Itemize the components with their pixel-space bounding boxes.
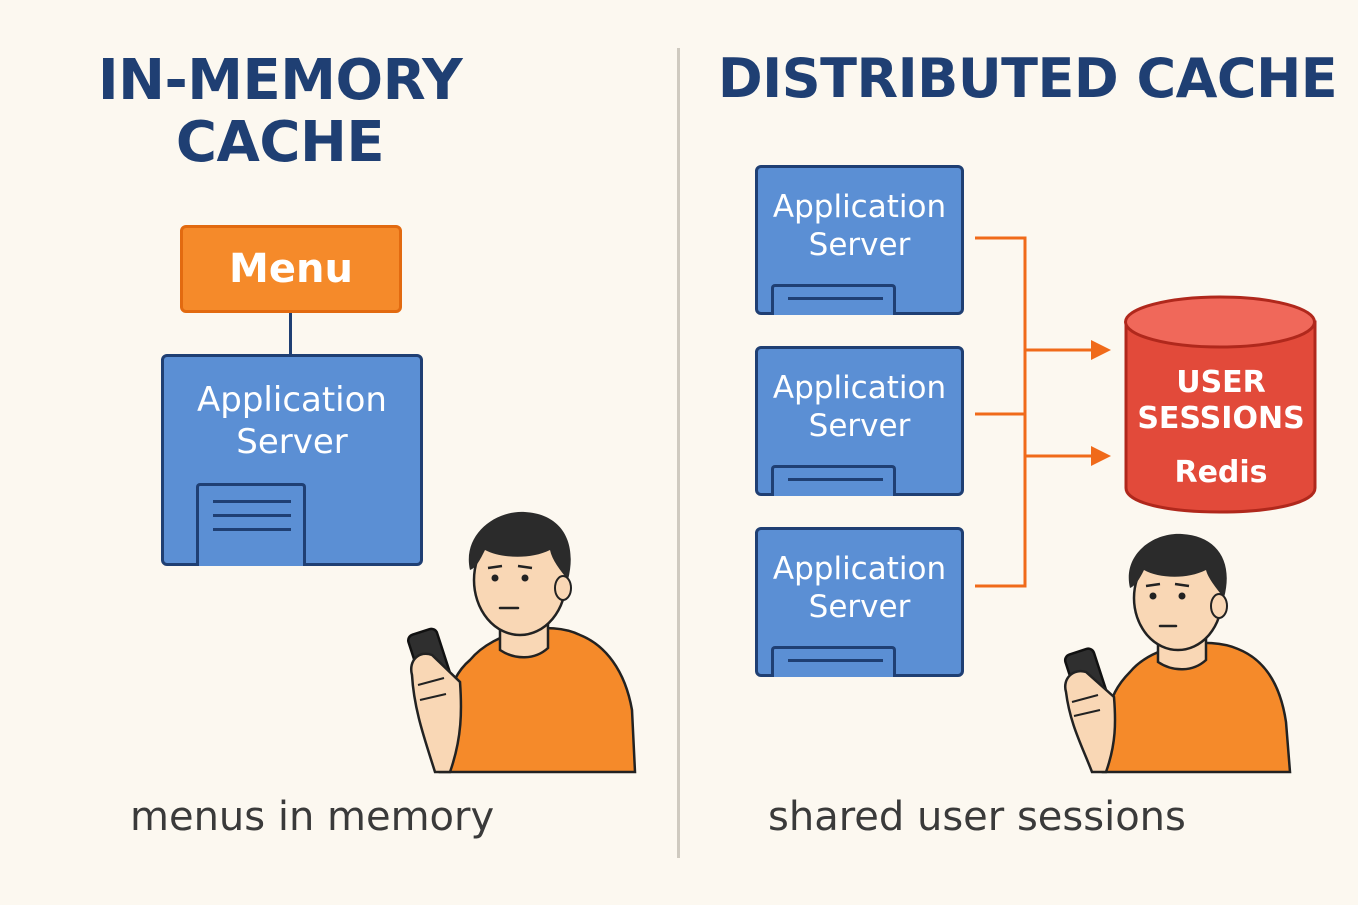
menu-box: Menu: [180, 225, 402, 313]
right-title: DISTRIBUTED CACHE: [717, 47, 1338, 110]
database-label-line2: SESSIONS: [1137, 401, 1305, 436]
server-drive-icon: [771, 284, 896, 315]
left-caption: menus in memory: [130, 794, 495, 840]
right-app-server-2: Application Server: [755, 346, 964, 496]
right-app-server-3: Application Server: [755, 527, 964, 677]
left-server-label-line2: Server: [236, 422, 348, 462]
panel-divider: [677, 48, 680, 858]
server-drive-icon: [771, 465, 896, 496]
server-drive-icon: [771, 646, 896, 677]
right-server-1-label-line2: Server: [808, 227, 911, 263]
server-drive-icon: [196, 483, 306, 566]
right-server-1-label-line1: Application: [772, 189, 947, 225]
menu-label: Menu: [229, 246, 353, 292]
left-server-label-line1: Application: [197, 380, 387, 420]
arrow-right-icon: [1091, 340, 1111, 360]
right-app-server-1: Application Server: [755, 165, 964, 315]
right-server-3-label-line1: Application: [772, 551, 947, 587]
right-server-3-label-line2: Server: [808, 589, 911, 625]
database-label-line1: USER: [1176, 365, 1266, 400]
arrow-right-icon: [1091, 446, 1111, 466]
left-title-line2: CACHE: [175, 110, 385, 175]
left-title-line1: IN-MEMORY: [97, 48, 463, 113]
connector-bracket: [975, 236, 1027, 588]
database-label-line3: Redis: [1174, 455, 1268, 490]
right-caption: shared user sessions: [768, 794, 1186, 840]
menu-connector: [289, 313, 292, 355]
left-app-server: Application Server: [161, 354, 423, 566]
database-label: USER SESSIONS Redis: [1126, 365, 1316, 491]
left-title: IN-MEMORY CACHE: [60, 50, 500, 174]
right-server-2-label-line2: Server: [808, 408, 911, 444]
right-server-2-label-line1: Application: [772, 370, 947, 406]
